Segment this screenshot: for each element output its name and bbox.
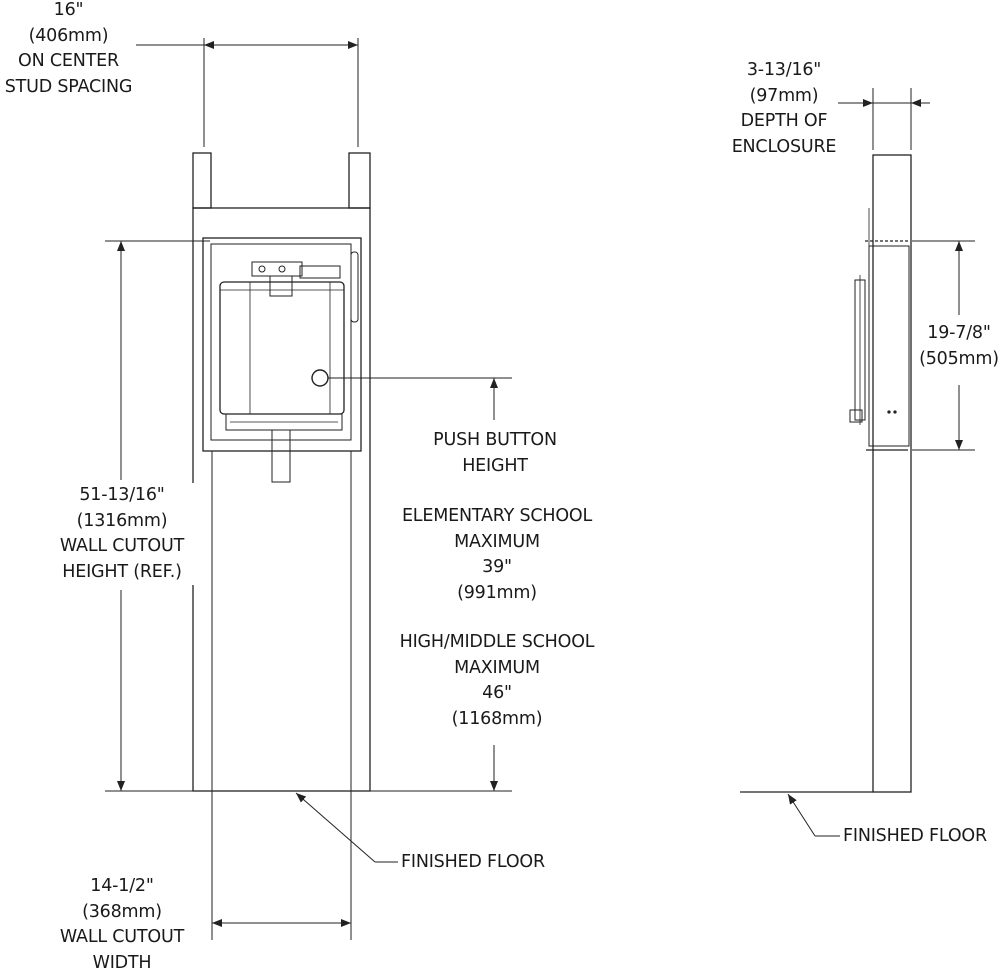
push-button-icon xyxy=(311,369,329,387)
cutout-width-dimension xyxy=(211,451,352,940)
right-stud xyxy=(348,152,371,209)
enclosure-depth-label: 3-13/16" (97mm) DEPTH OF ENCLOSURE xyxy=(731,60,837,157)
finished-floor-label-side: FINISHED FLOOR xyxy=(843,826,987,846)
enclosure xyxy=(202,237,362,452)
finished-floor-leader-front xyxy=(295,792,398,863)
cutout-width-label: 14-1/2" (368mm) WALL CUTOUT WIDTH xyxy=(59,876,185,973)
stud-spacing-dimension xyxy=(136,38,359,147)
finished-floor-label-front: FINISHED FLOOR xyxy=(401,852,545,872)
cooler-unit xyxy=(219,281,345,415)
drain-pipe xyxy=(271,429,291,483)
left-stud xyxy=(192,152,212,209)
push-button-height-label: PUSH BUTTON HEIGHT xyxy=(433,430,557,476)
stud-spacing-label: 16" (406mm) ON CENTER STUD SPACING xyxy=(4,0,133,97)
depth-dimension xyxy=(838,88,930,150)
push-button-dimension xyxy=(328,377,512,792)
side-view xyxy=(740,154,912,793)
high-middle-school-label: HIGH/MIDDLE SCHOOL MAXIMUM 46" (1168mm) xyxy=(399,632,595,729)
cutout-height-label: 51-13/16" (1316mm) WALL CUTOUT HEIGHT (R… xyxy=(48,483,196,585)
elementary-school-label: ELEMENTARY SCHOOL MAXIMUM 39" (991mm) xyxy=(401,506,593,603)
unit-height-dimension xyxy=(912,240,975,451)
unit-height-label: 19-7/8" (505mm) xyxy=(919,323,999,369)
front-view xyxy=(192,152,371,792)
enclosure-inner xyxy=(210,243,352,441)
finished-floor-leader-side xyxy=(787,793,840,837)
side-wall xyxy=(872,154,912,793)
cutout-height-dimension xyxy=(105,240,210,792)
